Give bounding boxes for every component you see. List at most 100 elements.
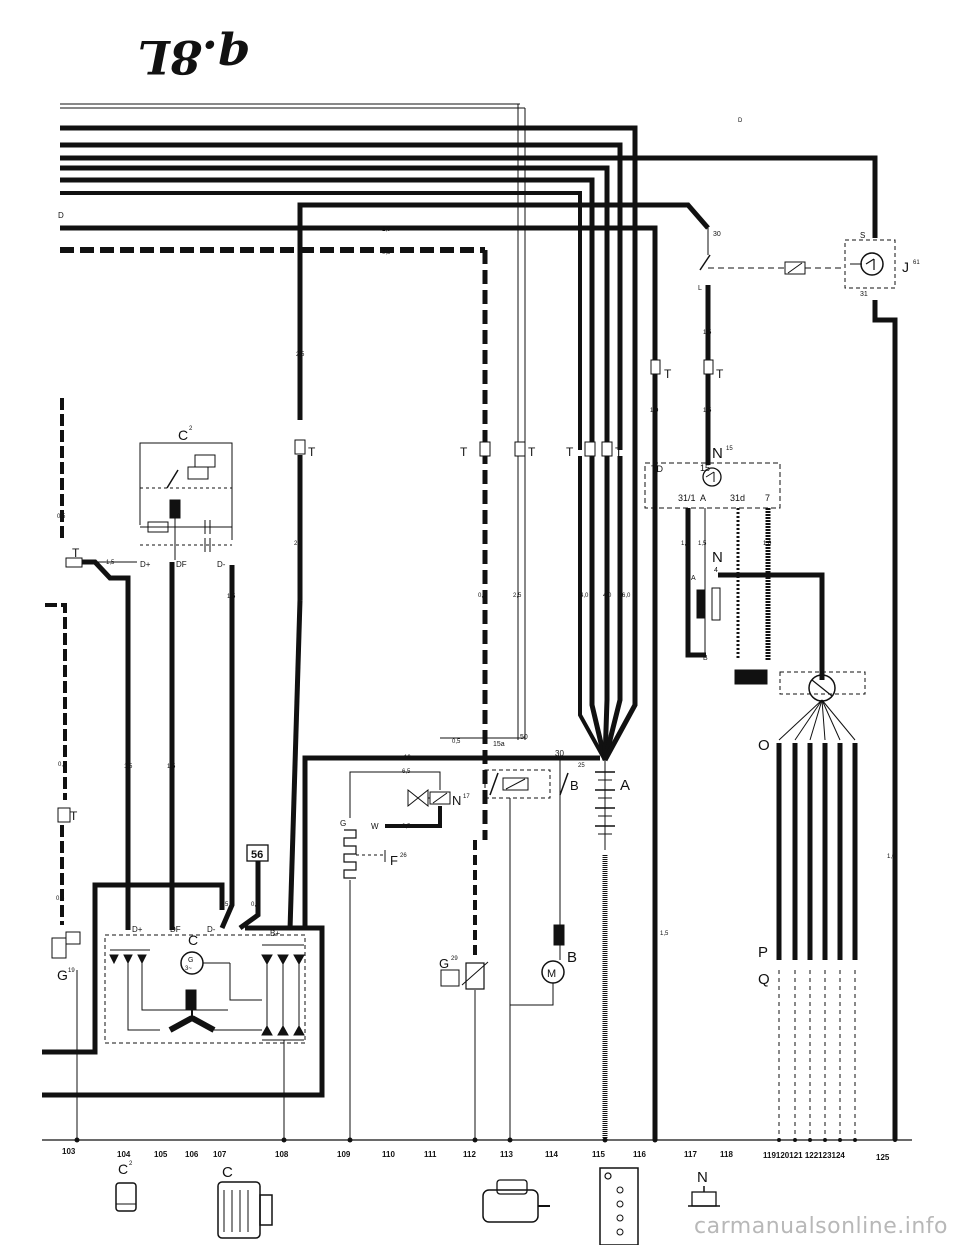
wire-size: 1,0 [382, 227, 391, 233]
module-N15 [644, 462, 825, 685]
label-C: C [222, 1164, 233, 1181]
rail-number: 103 [62, 1147, 76, 1156]
label-N4: 4 [714, 567, 718, 574]
label-T: T [615, 445, 623, 459]
wire-size: 6,0 [622, 593, 631, 599]
ignition-coil-sketch [688, 1186, 720, 1207]
wire-size: 1,5 [703, 330, 712, 336]
label-C: C [188, 932, 198, 948]
label-N: N [697, 1169, 708, 1186]
label-F26: F [390, 853, 398, 868]
label-B: B [567, 949, 577, 966]
corner-mark: D [738, 118, 743, 124]
wire-size: 1,0 [650, 408, 659, 414]
label-J61-sup: 61 [913, 260, 920, 266]
ground-rail-nodes [74, 1137, 897, 1143]
starter-sketch [482, 1179, 550, 1223]
fuse-56-box [246, 844, 269, 862]
sender-G29 [440, 840, 489, 1140]
label-M: M [547, 968, 556, 980]
fuse-56-label: 56 [251, 849, 263, 861]
center-connectors [294, 439, 613, 457]
terminal-W: W [371, 822, 379, 831]
wire-size: 1,5 [681, 541, 690, 547]
label-C2: C [118, 1161, 128, 1177]
wire-size: 2,5 [513, 593, 522, 599]
rail-number: 117 [684, 1150, 697, 1159]
wire-size: 1,5 [124, 764, 133, 770]
wire-size: 0,5 [251, 902, 260, 908]
rail-number: 105 [154, 1150, 168, 1159]
connector-T14 [650, 359, 714, 375]
rail-number: 107 [213, 1150, 227, 1159]
page-note: q.8L [137, 30, 250, 84]
label-T: T [70, 809, 78, 823]
wire-size: 1,5 [167, 764, 176, 770]
label-N17: N [452, 793, 461, 808]
terminal-50: 50 [520, 734, 528, 741]
terminal-31: 31 [860, 291, 868, 298]
label-T: T [566, 445, 574, 459]
label-G19-sup: 19 [68, 968, 75, 974]
label-G29: G [439, 956, 449, 971]
label-O: O [758, 737, 770, 754]
wire-size: 10 [404, 755, 411, 761]
label-J61: J [902, 259, 909, 275]
battery-sketch [599, 1167, 639, 1245]
terminal-30: 30 [713, 231, 721, 238]
label-D: D [58, 211, 64, 220]
wire-size: 1,5 [660, 931, 669, 937]
left-wires [42, 398, 325, 1140]
label-N: N [712, 549, 723, 566]
label-T: T [664, 367, 672, 381]
watermark: carmanualsonline.info [694, 1214, 948, 1239]
rail-number: 115 [592, 1150, 605, 1159]
terminal-7: 7 [765, 493, 770, 503]
terminal-31d: 31d [730, 493, 745, 503]
wire-size: 1,5 [698, 541, 707, 547]
label-C2: C [178, 427, 188, 443]
wire-size: 1,5 [220, 902, 229, 908]
label-T: T [460, 445, 468, 459]
distributor [776, 671, 866, 1140]
terminal-A: A [700, 493, 706, 503]
terminal-30: 30 [555, 749, 564, 758]
label-N15-sup: 15 [726, 446, 733, 452]
relay-J61 [699, 228, 898, 1140]
label-C2-sup: 2 [129, 1161, 133, 1167]
terminal-A: A [691, 575, 696, 582]
rail-number: 109 [337, 1150, 351, 1159]
rail-numbers: 103 104 105 106 107 108 109 110 111 112 … [62, 1147, 890, 1162]
wire-size: 1,0 [887, 854, 896, 860]
label-T: T [528, 445, 536, 459]
terminal-15: 15 [700, 463, 710, 473]
label-F26-sup: 26 [400, 853, 407, 859]
wire-size: 1,5 [703, 408, 712, 414]
wire-size: 0,5 [382, 250, 391, 256]
regulator-C2 [139, 442, 233, 560]
regulator-sketch [115, 1182, 137, 1212]
wire-size: 0,5 [478, 593, 487, 599]
label-G29-sup: 29 [451, 956, 458, 962]
label-P: P [758, 944, 768, 961]
rail-number: 110 [382, 1150, 395, 1159]
rail-number: 119120121 122123124 [763, 1151, 845, 1160]
rail-number: 125 [876, 1153, 890, 1162]
terminal-Dminus: D- [207, 925, 216, 934]
wire-size: 1,0 [763, 541, 772, 547]
label-T: T [308, 445, 316, 459]
terminal-L: L [698, 285, 702, 292]
alternator-symbol-sub: 3~ [185, 966, 192, 972]
terminal-B: B [703, 655, 708, 662]
battery-feed [287, 455, 658, 1140]
label-N15: N [712, 445, 723, 462]
terminal-G: G [340, 819, 346, 828]
rail-number: 111 [424, 1150, 437, 1159]
rail-number: 112 [463, 1150, 476, 1159]
label-C2-sup: 2 [189, 426, 193, 432]
label-N17-sup: 17 [463, 794, 470, 800]
wire-size: 0,5 [57, 514, 66, 520]
starter-solenoid [302, 737, 600, 1140]
rail-number: 104 [117, 1150, 131, 1159]
